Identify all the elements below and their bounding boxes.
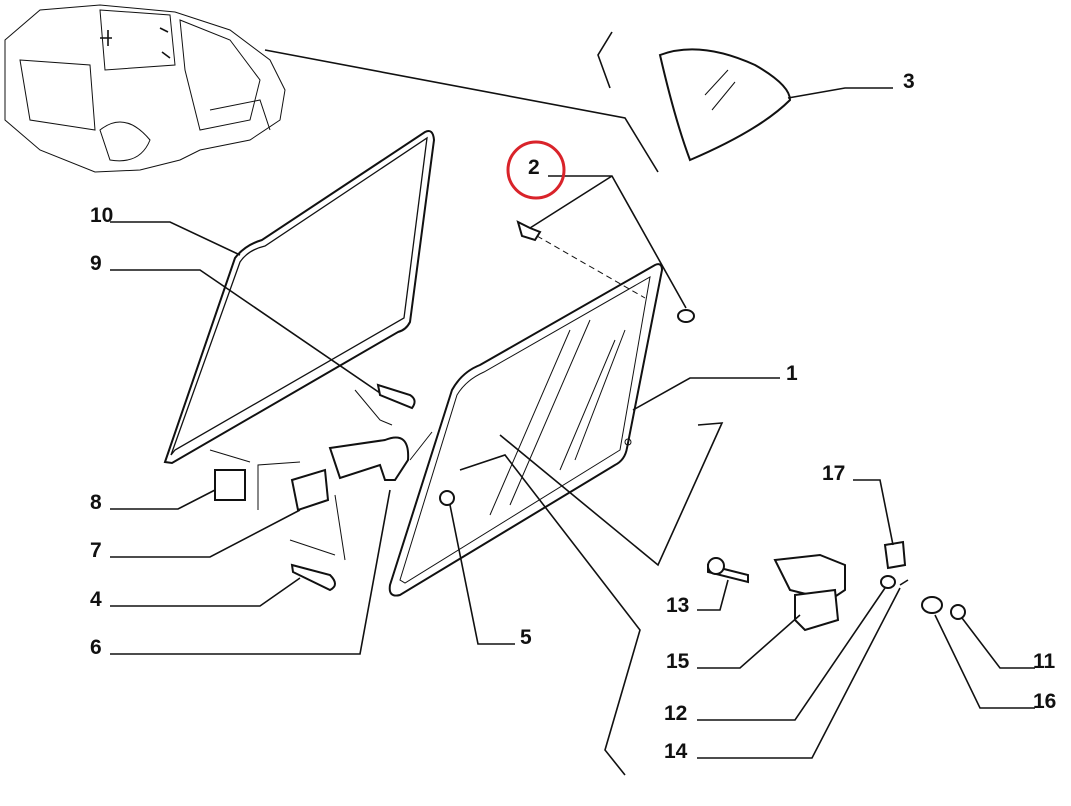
vehicle-thumbnail xyxy=(4,4,286,173)
callout-17[interactable]: 17 xyxy=(822,462,845,485)
part-2-screw xyxy=(516,220,695,323)
highlight-circle xyxy=(506,140,566,200)
break-mark xyxy=(597,31,613,89)
callout-10[interactable]: 10 xyxy=(90,204,113,227)
callout-7[interactable]: 7 xyxy=(90,539,102,562)
detail-indicator-line xyxy=(264,49,659,173)
callout-8[interactable]: 8 xyxy=(90,491,102,514)
callout-5[interactable]: 5 xyxy=(520,626,532,649)
callout-16[interactable]: 16 xyxy=(1033,690,1056,713)
callout-14[interactable]: 14 xyxy=(664,740,688,763)
part-1-window-glass xyxy=(388,263,664,597)
callout-13[interactable]: 13 xyxy=(666,594,689,617)
callout-3[interactable]: 3 xyxy=(903,70,915,93)
part-10-seal xyxy=(163,130,436,465)
callout-4[interactable]: 4 xyxy=(90,588,102,611)
callout-15[interactable]: 15 xyxy=(666,650,690,673)
part-5-pin xyxy=(439,490,455,506)
part-3-quarter-glass xyxy=(658,48,792,162)
leader-lines xyxy=(110,87,1035,759)
part-4-screw xyxy=(290,563,336,592)
callout-6[interactable]: 6 xyxy=(90,636,102,659)
callout-12[interactable]: 12 xyxy=(664,702,687,725)
section-line-b xyxy=(459,454,641,776)
callout-1[interactable]: 1 xyxy=(786,362,798,385)
section-line-a xyxy=(499,422,724,567)
part-9-screw xyxy=(376,383,416,410)
part-6-hinge xyxy=(328,436,410,481)
callout-11[interactable]: 11 xyxy=(1033,650,1056,673)
part-7-bracket xyxy=(290,468,330,512)
lock-assembly xyxy=(707,540,966,632)
callout-2[interactable]: 2 xyxy=(528,156,540,179)
part-8-clip xyxy=(214,469,246,501)
callout-9[interactable]: 9 xyxy=(90,252,102,275)
